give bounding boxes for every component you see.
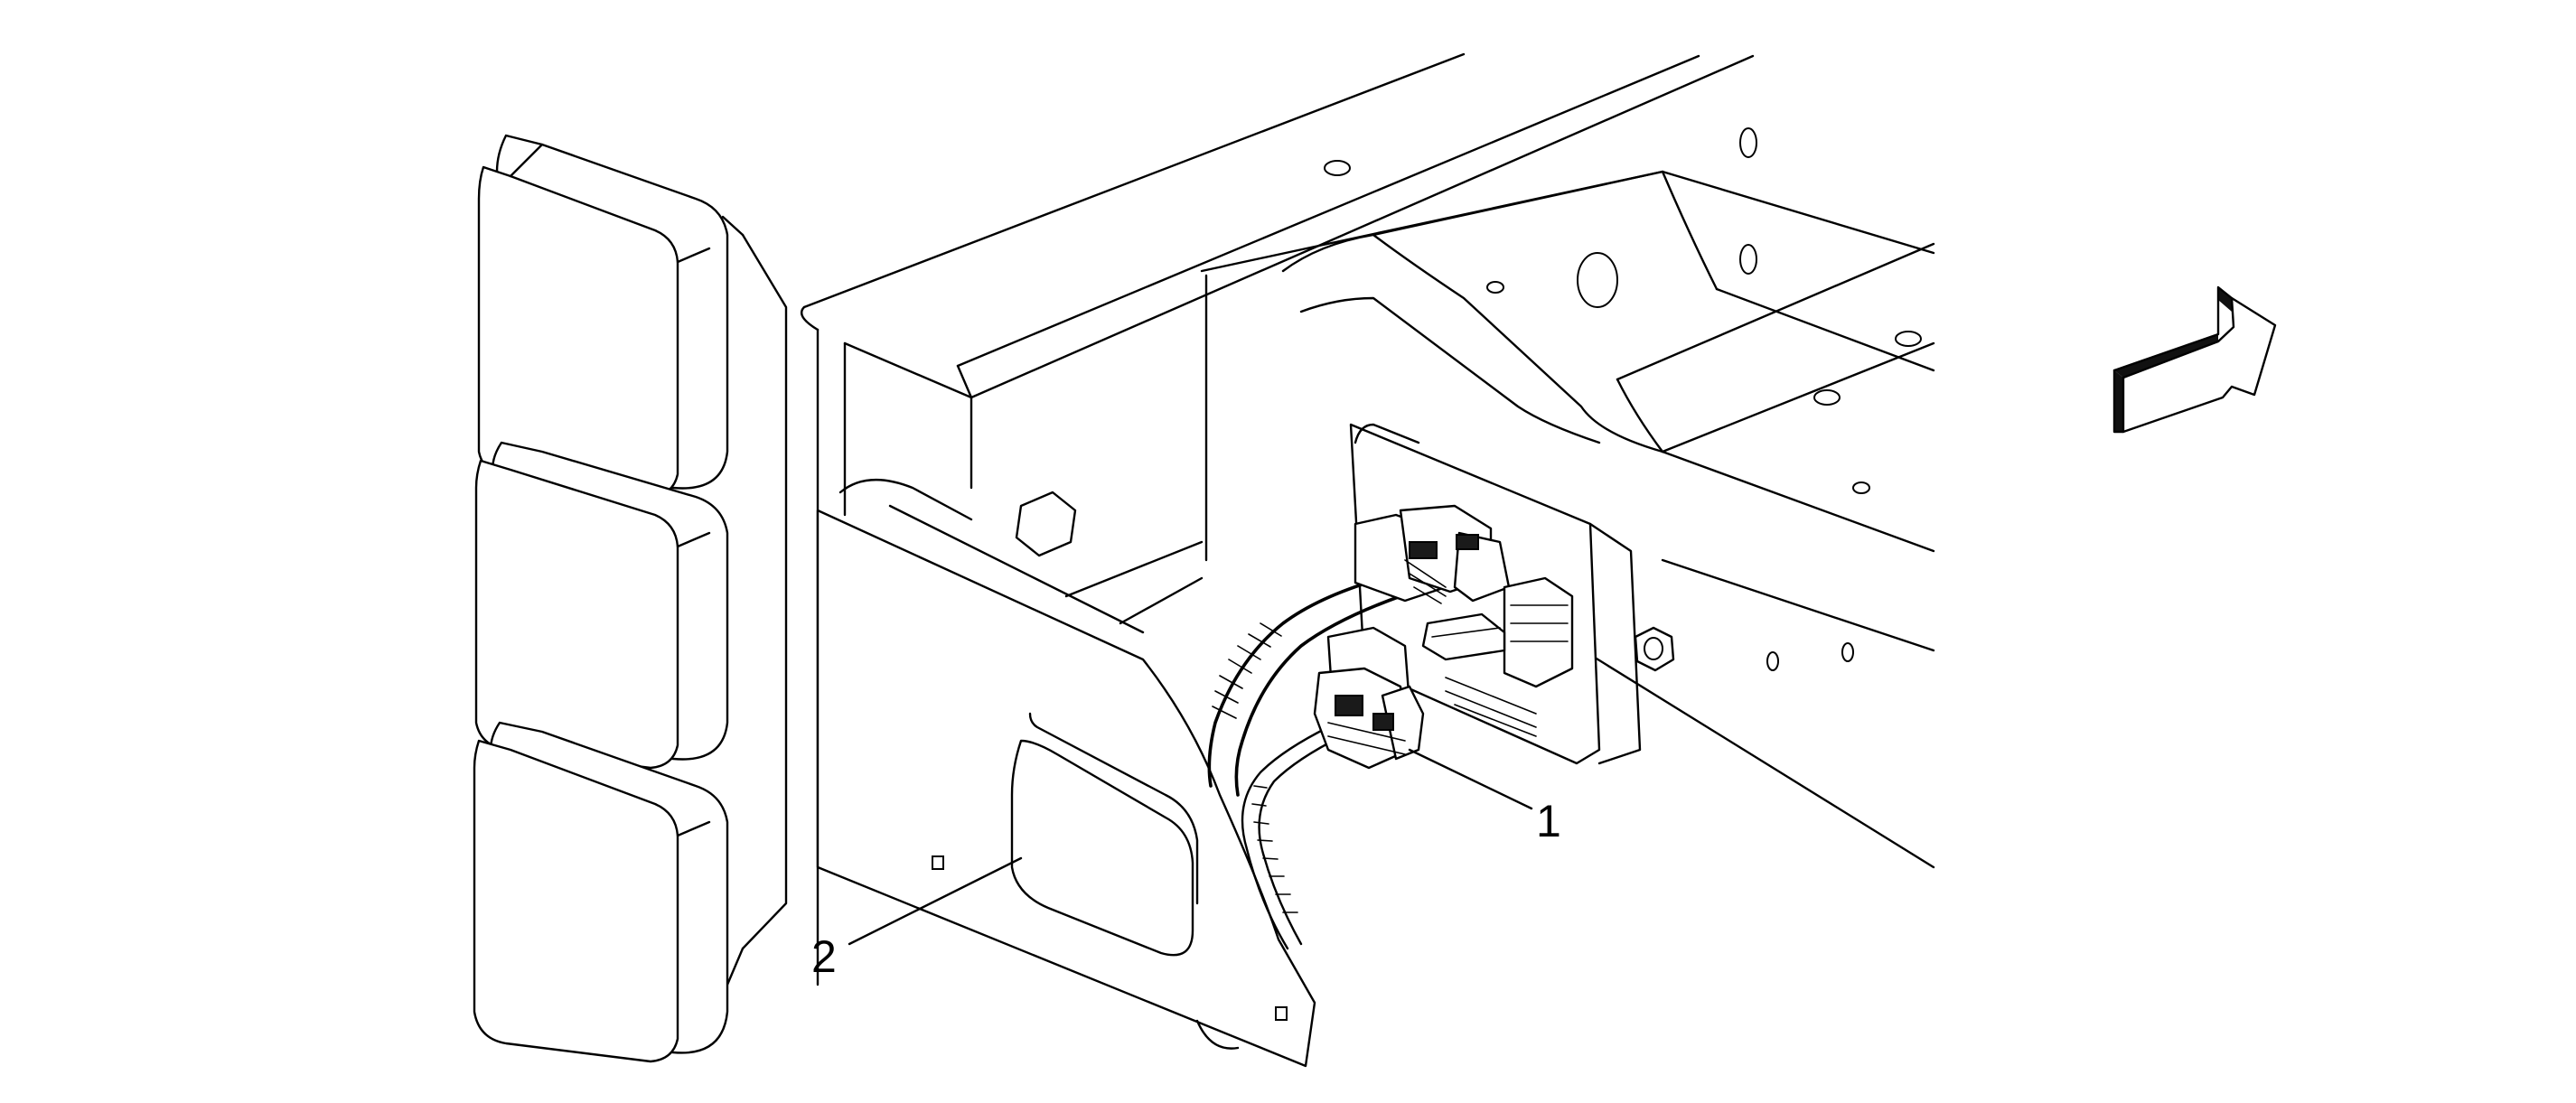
tail-lamp-cluster xyxy=(473,134,788,1063)
forward-direction-arrow-icon xyxy=(2112,285,2277,434)
electrical-connectors xyxy=(1313,504,1574,770)
callout-1-label: 1 xyxy=(1536,796,1561,846)
callout-leaders xyxy=(848,748,1533,946)
frame-holes xyxy=(1015,127,1922,671)
frame-rails xyxy=(800,52,1935,986)
callout-2-label: 2 xyxy=(811,931,837,982)
grommet-pad xyxy=(1010,739,1194,957)
wiring-shield-panel xyxy=(816,479,1316,1068)
wiring-harness xyxy=(1207,576,1402,950)
